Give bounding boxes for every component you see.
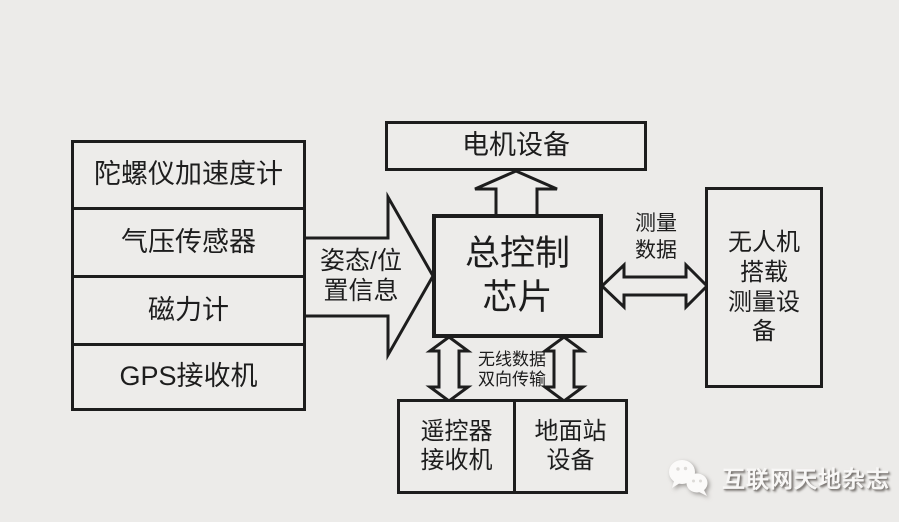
measurement-double-arrow [599, 261, 710, 311]
box-main-control-chip: 总控制 芯片 [432, 214, 603, 338]
box-rc-receiver: 遥控器 接收机 [397, 399, 516, 494]
box-gps-receiver: GPS接收机 [71, 343, 306, 411]
box-motor-equipment-label: 电机设备 [462, 130, 570, 161]
attitude-position-info-label: 姿态/位 置信息 [304, 246, 418, 306]
attitude-label-line2: 置信息 [323, 277, 399, 305]
wechat-icon [669, 460, 708, 496]
box-ground-station-line1: 地面站 [534, 417, 607, 445]
attitude-label-line1: 姿态/位 [320, 247, 402, 275]
box-ground-station: 地面站 设备 [513, 399, 628, 494]
box-uav-measurement-equipment: 无人机 搭载 测量设 备 [705, 187, 823, 388]
box-uav-measurement-line1: 无人机 [728, 229, 800, 257]
box-gyro-accelerometer: 陀螺仪加速度计 [71, 140, 306, 210]
box-rc-receiver-line1: 遥控器 [420, 417, 493, 445]
watermark: 互联网天地杂志 [664, 456, 890, 498]
box-motor-equipment: 电机设备 [385, 121, 647, 171]
box-rc-receiver-line2: 接收机 [420, 446, 493, 474]
measurement-label-line1: 测量 [635, 212, 677, 235]
wireless-double-arrow-left [425, 335, 473, 403]
box-gps-receiver-label: GPS接收机 [119, 361, 258, 392]
box-uav-measurement-line2: 搭载 [740, 258, 788, 286]
measurement-label-line2: 数据 [635, 239, 677, 262]
box-uav-measurement-line3: 测量设 [728, 288, 800, 316]
box-gyro-accelerometer-label: 陀螺仪加速度计 [94, 159, 283, 190]
attitude-flow-arrow [302, 191, 435, 361]
box-barometric-sensor: 气压传感器 [71, 207, 306, 278]
box-main-control-chip-line1: 总控制 [464, 234, 570, 274]
wireless-transmission-label: 无线数据 双向传输 [464, 350, 560, 390]
wireless-label-line2: 双向传输 [478, 370, 546, 389]
motor-arrow [474, 169, 558, 218]
box-barometric-sensor-label: 气压传感器 [121, 226, 256, 257]
box-uav-measurement-line4: 备 [752, 318, 776, 346]
measurement-data-label: 测量 数据 [613, 210, 699, 264]
watermark-text: 互联网天地杂志 [722, 466, 890, 492]
box-magnetometer: 磁力计 [71, 275, 306, 346]
box-ground-station-line2: 设备 [546, 446, 595, 474]
box-main-control-chip-line2: 芯片 [482, 278, 553, 317]
box-magnetometer-label: 磁力计 [148, 294, 229, 325]
wireless-label-line1: 无线数据 [478, 350, 546, 369]
